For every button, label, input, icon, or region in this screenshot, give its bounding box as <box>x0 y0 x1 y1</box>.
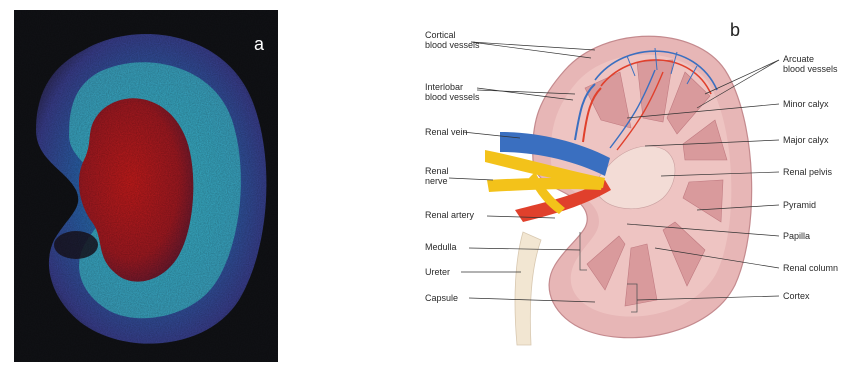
kidney-anatomy-diagram: b Cortical blood vessels Interlobar bloo… <box>405 0 855 365</box>
label-pyramid: Pyramid <box>783 200 816 210</box>
panel-b-letter: b <box>730 20 740 41</box>
label-papilla: Papilla <box>783 231 810 241</box>
label-interlobar-blood-vessels: Interlobar blood vessels <box>425 82 480 102</box>
label-ureter: Ureter <box>425 267 450 277</box>
kidney-scan-graphic <box>14 10 278 362</box>
label-arcuate-blood-vessels: Arcuate blood vessels <box>783 54 838 74</box>
label-renal-column: Renal column <box>783 263 838 273</box>
label-cortex: Cortex <box>783 291 810 301</box>
label-renal-pelvis: Renal pelvis <box>783 167 832 177</box>
label-minor-calyx: Minor calyx <box>783 99 829 109</box>
label-renal-artery: Renal artery <box>425 210 474 220</box>
kidney-scan-image: a <box>14 10 278 362</box>
label-renal-vein: Renal vein <box>425 127 468 137</box>
label-capsule: Capsule <box>425 293 458 303</box>
label-cortical-blood-vessels: Cortical blood vessels <box>425 30 480 50</box>
label-renal-nerve: Renal nerve <box>425 166 449 186</box>
speckle-texture <box>14 10 278 362</box>
panel-a-letter: a <box>254 34 264 55</box>
label-major-calyx: Major calyx <box>783 135 829 145</box>
label-medulla: Medulla <box>425 242 457 252</box>
